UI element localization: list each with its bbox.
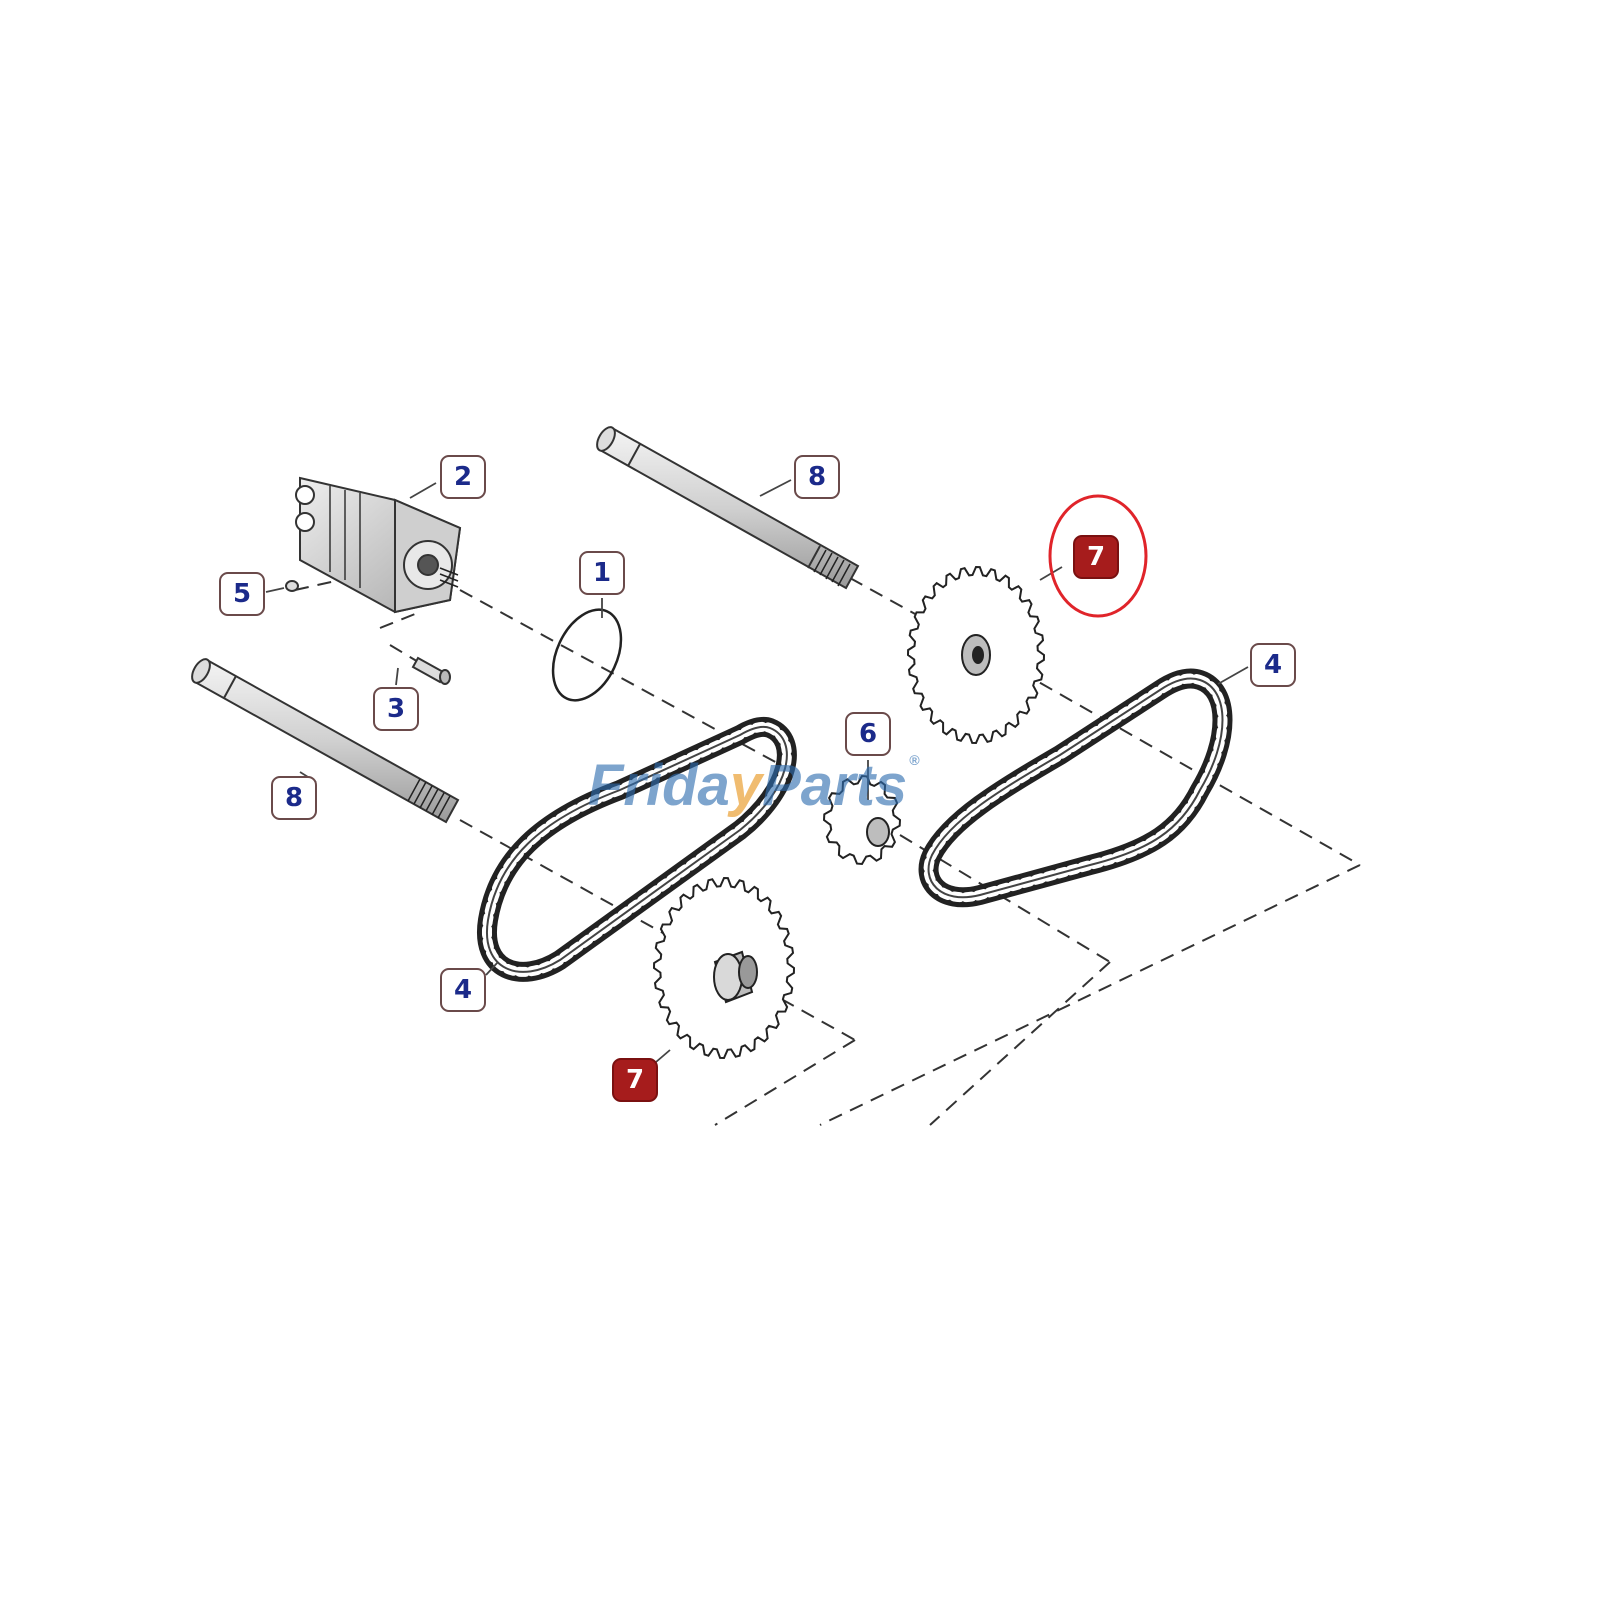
callout-5[interactable]: 5 xyxy=(219,572,265,616)
callout-6[interactable]: 6 xyxy=(845,712,891,756)
hydraulic-motor xyxy=(295,476,462,614)
callout-4-left[interactable]: 4 xyxy=(440,968,486,1012)
callout-2[interactable]: 2 xyxy=(440,455,486,499)
chain-right xyxy=(918,668,1233,908)
callout-8-upper[interactable]: 8 xyxy=(794,455,840,499)
shaft-lower xyxy=(191,658,460,824)
watermark-part3: Parts xyxy=(762,753,908,818)
callout-7-highlighted[interactable]: 7 xyxy=(1073,535,1119,579)
sprocket-upper xyxy=(906,565,1046,745)
bolt xyxy=(411,656,451,685)
callout-1[interactable]: 1 xyxy=(579,551,625,595)
callout-8-lower[interactable]: 8 xyxy=(271,776,317,820)
o-ring xyxy=(551,608,623,702)
callout-7-lower[interactable]: 7 xyxy=(612,1058,658,1102)
watermark-part2: y xyxy=(729,753,763,818)
chain-left xyxy=(477,716,797,982)
watermark-part1: Frida xyxy=(588,753,730,818)
callout-4-right[interactable]: 4 xyxy=(1250,643,1296,687)
washer xyxy=(285,580,299,592)
center-lines xyxy=(294,577,1361,1126)
shaft-upper xyxy=(596,426,860,590)
callout-3[interactable]: 3 xyxy=(373,687,419,731)
sprocket-lower xyxy=(652,876,796,1060)
sprocket-small xyxy=(822,774,902,866)
watermark-registered: ® xyxy=(909,752,920,768)
highlight-ring xyxy=(1048,494,1148,618)
